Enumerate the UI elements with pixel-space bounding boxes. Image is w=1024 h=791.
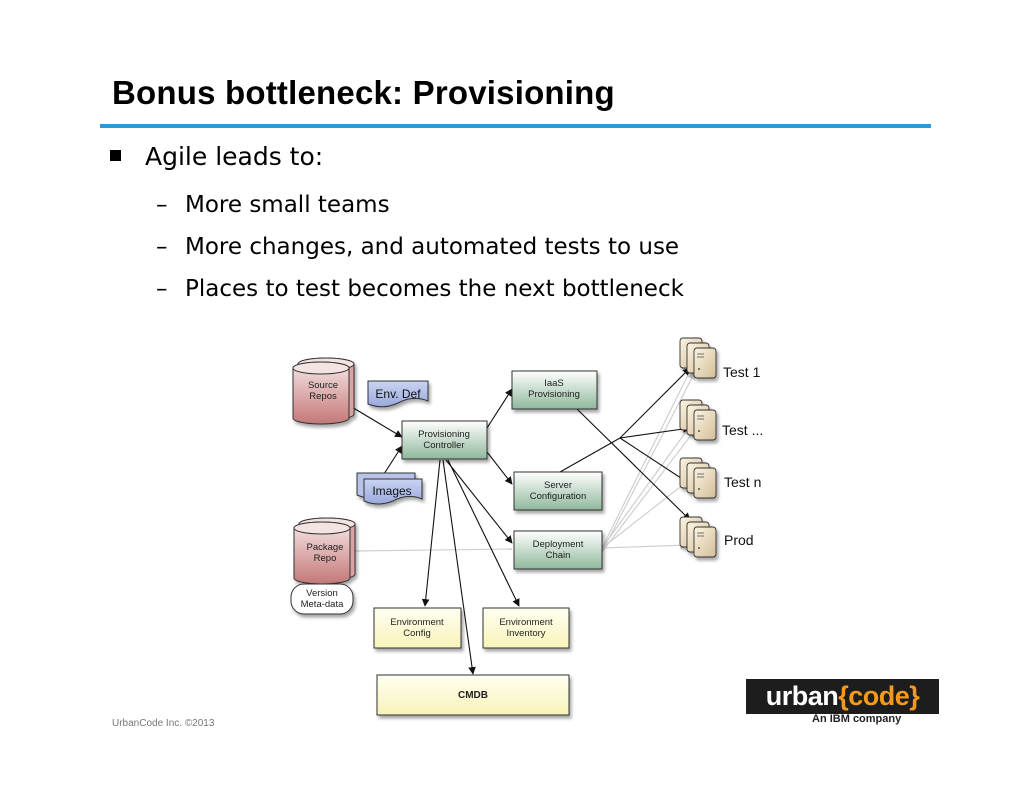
- dash-icon: –: [156, 192, 168, 218]
- sub-bullet-text: More changes, and automated tests to use: [185, 234, 680, 260]
- bullet-text: Agile leads to:: [145, 142, 324, 171]
- dash-icon: –: [156, 276, 168, 302]
- iaas-provisioning-node: [511, 370, 598, 410]
- images-label: Images: [372, 484, 411, 498]
- source-repos-node: [292, 357, 355, 425]
- sub-bullet-item: –Places to test becomes the next bottlen…: [156, 276, 684, 302]
- slide-title: Bonus bottleneck: Provisioning: [112, 74, 615, 111]
- logo-word-accent: {code}: [838, 681, 920, 711]
- cmdb-label: CMDB: [458, 690, 488, 701]
- logo-word-main: urban: [765, 681, 839, 711]
- target-label-test-n: Test n: [724, 474, 761, 490]
- server-stack-test-n-icon: [679, 457, 717, 499]
- title-rule: [100, 124, 931, 128]
- package-repo-node: [293, 517, 356, 585]
- server-stack-test-mid-icon: [679, 399, 717, 441]
- version-metadata-node: [290, 583, 354, 615]
- sub-bullet-text: Places to test becomes the next bottlene…: [185, 276, 684, 302]
- env-def-document-icon: [367, 380, 429, 408]
- target-label-test-1: Test 1: [723, 364, 761, 380]
- images-document-icon: [356, 472, 423, 505]
- urbancode-logo: urban{code}: [746, 679, 939, 714]
- dash-icon: –: [156, 234, 168, 260]
- sub-bullet-text: More small teams: [185, 192, 390, 218]
- server-configuration-node: [513, 471, 603, 511]
- environment-config-node: [373, 607, 462, 649]
- server-stack-prod-icon: [679, 516, 717, 558]
- cmdb-node: [376, 674, 570, 716]
- server-stack-test-1-icon: [679, 337, 717, 379]
- env-def-label: Env. Def: [375, 387, 421, 401]
- logo-tagline: An IBM company: [812, 713, 902, 725]
- deployment-chain-node: [513, 530, 603, 570]
- environment-inventory-node: [482, 607, 570, 649]
- sub-bullet-item: –More small teams: [156, 192, 390, 218]
- sub-bullet-item: –More changes, and automated tests to us…: [156, 234, 679, 260]
- target-label-test-mid: Test ...: [722, 422, 763, 438]
- footer-copyright: UrbanCode Inc. ©2013: [112, 718, 215, 729]
- bullet-item: Agile leads to:: [110, 142, 323, 171]
- target-label-prod: Prod: [724, 532, 754, 548]
- black-connectors: [334, 367, 691, 675]
- square-bullet-icon: [110, 150, 121, 161]
- provisioning-controller-node: [401, 420, 488, 460]
